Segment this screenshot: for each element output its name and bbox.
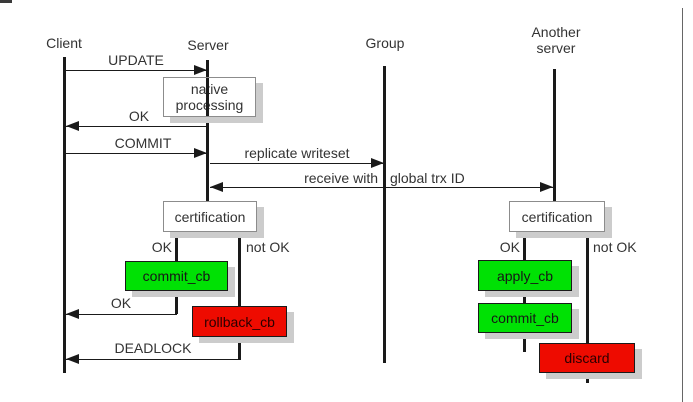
ok-arrow-line — [66, 126, 207, 127]
another-ok-branch-line — [523, 231, 526, 352]
apply-cb-box: apply_cb — [478, 260, 572, 291]
certification-box-another: certification — [509, 201, 605, 232]
server-not-ok-label: not OK — [246, 239, 290, 255]
server-ok-label: OK — [151, 239, 172, 255]
rollback-cb-label: rollback_cb — [204, 313, 275, 330]
another-server-lifeline — [553, 69, 556, 202]
another-not-ok-branch-line — [586, 231, 589, 383]
commit-cb-label-server: commit_cb — [142, 268, 211, 284]
ok-commit-message-label: OK — [110, 295, 132, 311]
commit-arrow-line — [66, 153, 207, 154]
commit-arrowhead-icon — [194, 148, 207, 158]
certification-label-server: certification — [174, 208, 246, 225]
server-not-ok-branch-line — [238, 231, 241, 360]
actor-label-server: Server — [187, 37, 229, 53]
actor-label-group: Group — [365, 35, 405, 51]
another-not-ok-label: not OK — [593, 239, 637, 255]
update-arrowhead-icon — [194, 65, 207, 75]
replicate-writeset-arrowhead-icon — [371, 158, 384, 168]
ok-commit-arrowhead-icon — [66, 309, 79, 319]
ok-message-label: OK — [128, 108, 150, 124]
actor-label-another-server: Another server — [531, 24, 581, 56]
client-lifeline — [63, 57, 66, 373]
replicate-writeset-label: replicate writeset — [244, 145, 350, 161]
native-processing-label: native processing — [168, 81, 251, 113]
commit-cb-label-another: commit_cb — [491, 310, 559, 326]
discard-label: discard — [564, 350, 610, 366]
receive-arrow-line — [210, 187, 553, 188]
deadlock-message-label: DEADLOCK — [114, 340, 192, 356]
server-lifeline — [206, 60, 209, 202]
ok-commit-arrow-line — [66, 314, 177, 315]
certification-box-server: certification — [163, 201, 257, 232]
certification-label-another: certification — [521, 208, 593, 225]
discard-box: discard — [539, 343, 635, 373]
frame-right-edge — [682, 8, 683, 402]
update-arrow-line — [66, 70, 207, 71]
commit-cb-box-server: commit_cb — [125, 261, 228, 291]
ok-arrowhead-icon — [66, 121, 79, 131]
receive-left-arrowhead-icon — [210, 182, 223, 192]
rollback-cb-box: rollback_cb — [192, 306, 287, 337]
top-left-artifact — [0, 0, 12, 3]
global-trx-id-label: global trx ID — [390, 170, 465, 186]
another-ok-label: OK — [499, 239, 520, 255]
receive-with-label: receive with — [304, 170, 378, 186]
commit-cb-box-another: commit_cb — [478, 303, 572, 333]
deadlock-arrow-line — [66, 359, 240, 360]
receive-right-arrowhead-icon — [540, 182, 553, 192]
group-lifeline — [383, 66, 386, 363]
actor-label-client: Client — [46, 35, 82, 51]
apply-cb-label: apply_cb — [496, 267, 554, 284]
update-message-label: UPDATE — [108, 52, 164, 68]
deadlock-arrowhead-icon — [66, 354, 79, 364]
server-lifeline-through-box — [206, 78, 209, 116]
commit-message-label: COMMIT — [114, 135, 172, 151]
native-processing-box: native processing — [163, 77, 256, 117]
replicate-writeset-arrow-line — [210, 163, 384, 164]
